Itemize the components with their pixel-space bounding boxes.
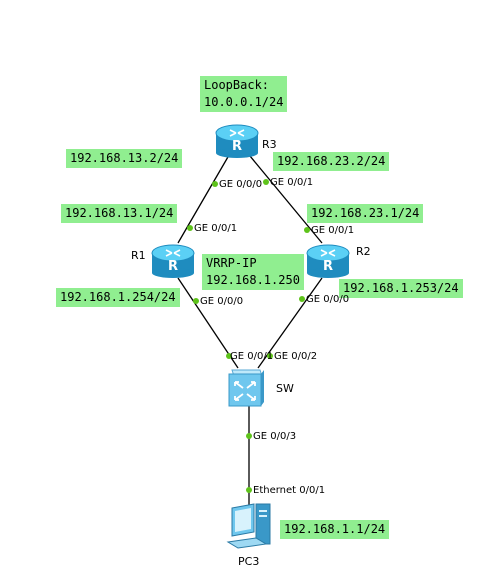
r3-to-r1-ip-label: 192.168.13.2/24 bbox=[66, 149, 183, 168]
port-label-r1-ge001: GE 0/0/1 bbox=[194, 223, 238, 234]
device-name-r3: R3 bbox=[262, 138, 277, 151]
port-label-sw-ge003: GE 0/0/3 bbox=[253, 431, 297, 442]
port-dot bbox=[193, 298, 199, 304]
router-r3-icon[interactable]: R bbox=[214, 118, 260, 158]
device-name-sw: SW bbox=[276, 382, 294, 395]
vrrp-ip-label: VRRP-IP 192.168.1.250 bbox=[202, 254, 304, 290]
port-dot bbox=[246, 433, 252, 439]
port-label-r3-ge000: GE 0/0/0 bbox=[219, 179, 263, 190]
svg-text:R: R bbox=[323, 259, 333, 274]
port-label-pc3-eth001: Ethernet 0/0/1 bbox=[253, 485, 326, 496]
svg-text:R: R bbox=[168, 259, 178, 274]
switch-sw-icon[interactable] bbox=[226, 366, 266, 408]
port-dot bbox=[263, 179, 269, 185]
port-label-r2-ge000: GE 0/0/0 bbox=[306, 294, 350, 305]
port-label-r1-ge000: GE 0/0/0 bbox=[200, 296, 244, 307]
port-dot bbox=[212, 181, 218, 187]
port-dot bbox=[226, 353, 232, 359]
r3-to-r2-ip-label: 192.168.23.2/24 bbox=[273, 152, 390, 171]
router-r2-icon[interactable]: R bbox=[305, 238, 351, 278]
port-dot bbox=[187, 225, 193, 231]
r2-to-r3-ip-label: 192.168.23.1/24 bbox=[307, 204, 424, 223]
device-name-r1: R1 bbox=[131, 249, 146, 262]
svg-text:R: R bbox=[232, 139, 242, 154]
port-label-r2-ge001: GE 0/0/1 bbox=[311, 225, 355, 236]
r1-to-r3-ip-label: 192.168.13.1/24 bbox=[61, 204, 178, 223]
port-label-r3-ge001: GE 0/0/1 bbox=[270, 177, 314, 188]
r2-lan-ip-label: 192.168.1.253/24 bbox=[339, 279, 463, 298]
pc-pc3-icon[interactable] bbox=[226, 500, 274, 552]
loopback-label: LoopBack: 10.0.0.1/24 bbox=[200, 76, 288, 112]
port-dot bbox=[267, 353, 273, 359]
port-dot bbox=[246, 487, 252, 493]
router-r1-icon[interactable]: R bbox=[150, 238, 196, 278]
port-label-sw-ge002: GE 0/0/2 bbox=[274, 351, 318, 362]
pc3-ip-label: 192.168.1.1/24 bbox=[280, 520, 390, 539]
port-dot bbox=[299, 296, 305, 302]
port-dot bbox=[304, 227, 310, 233]
device-name-r2: R2 bbox=[356, 245, 371, 258]
r1-lan-ip-label: 192.168.1.254/24 bbox=[56, 288, 180, 307]
port-label-sw-ge001: GE 0/0/1 bbox=[230, 351, 274, 362]
device-name-pc3: PC3 bbox=[238, 555, 260, 568]
